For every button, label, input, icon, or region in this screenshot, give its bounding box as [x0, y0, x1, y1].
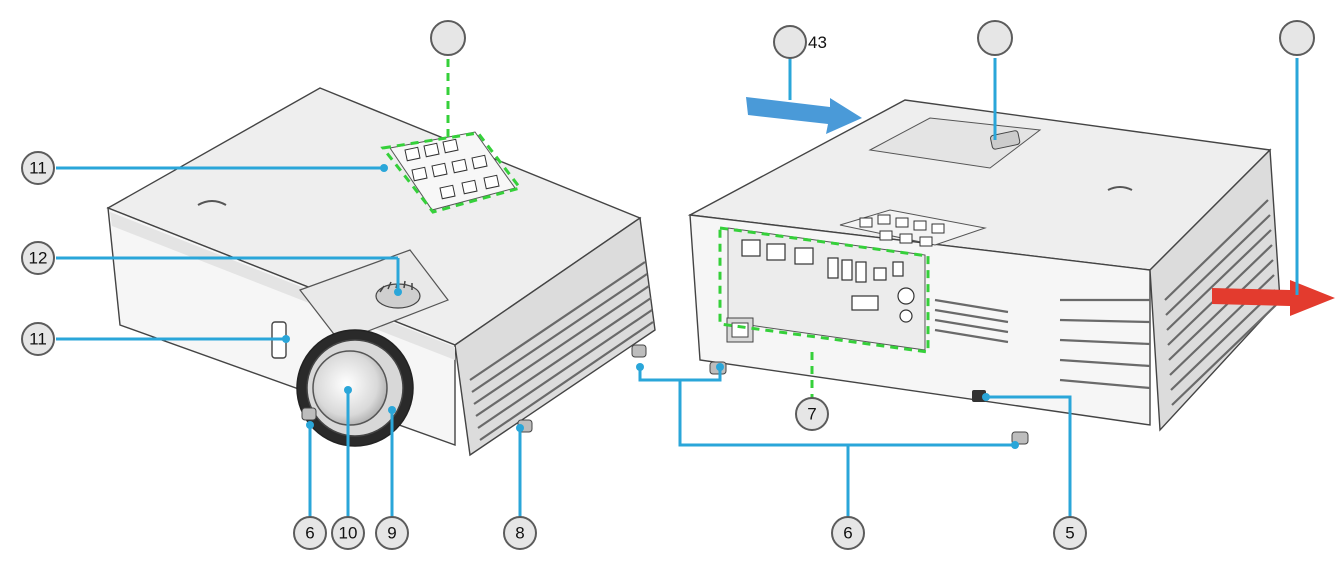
brand-logo-right	[1107, 186, 1133, 191]
io-panel	[727, 227, 926, 351]
callout-air-inlet	[773, 25, 807, 59]
callout-5: 5	[1053, 516, 1087, 550]
callout-top-right	[1279, 20, 1315, 56]
lens-shift-control	[990, 130, 1021, 150]
stray-label-43: 43	[808, 33, 827, 52]
callout-12: 12	[21, 241, 55, 275]
dashed-highlights	[380, 45, 930, 398]
callout-11-top: 11	[21, 151, 55, 185]
svg-text:12: 12	[29, 249, 48, 268]
svg-text:5: 5	[1065, 524, 1074, 543]
svg-text:6: 6	[305, 524, 314, 543]
callout-6-bottom: 6	[831, 516, 865, 550]
rear-vents	[934, 298, 1009, 344]
callout-top-mid	[977, 20, 1013, 56]
svg-text:8: 8	[515, 524, 524, 543]
svg-text:10: 10	[339, 524, 358, 543]
svg-text:11: 11	[29, 330, 47, 349]
callout-6-left: 6	[293, 516, 327, 550]
side-vents-left	[469, 261, 654, 441]
callout-9: 9	[375, 516, 409, 550]
callout-7: 7	[795, 397, 829, 431]
callout-11-front: 11	[21, 322, 55, 356]
projector-rear-view	[687, 99, 1281, 445]
air-inlet-arrow	[746, 97, 862, 134]
adjustable-foot-rear-left	[631, 344, 647, 358]
air-outlet-arrow	[1212, 280, 1335, 316]
leader-lines	[56, 58, 1299, 518]
callout-8: 8	[503, 516, 537, 550]
svg-text:11: 11	[29, 159, 47, 178]
svg-text:6: 6	[843, 524, 852, 543]
projector-front-view	[106, 87, 656, 457]
security-lock	[972, 390, 986, 402]
adjustable-foot-rear-b	[1011, 431, 1029, 445]
top-keypad-left	[389, 131, 516, 211]
callout-top-left	[430, 20, 466, 56]
svg-text:9: 9	[387, 524, 396, 543]
callout-10: 10	[331, 516, 365, 550]
adjustable-foot-front	[301, 407, 317, 421]
top-keypad-right	[839, 209, 987, 247]
projection-lens	[296, 329, 414, 447]
brand-logo-left	[197, 200, 227, 206]
svg-text:7: 7	[807, 405, 816, 424]
